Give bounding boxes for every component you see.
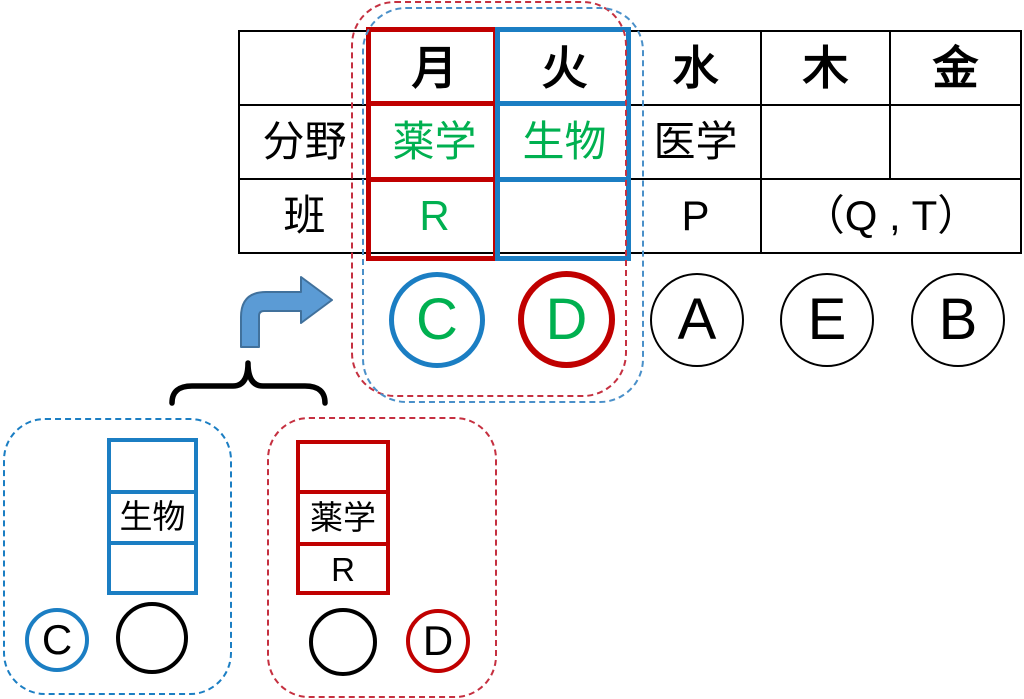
tuesday-column-separator-2 — [500, 177, 626, 182]
blue-candidate-cell-top — [107, 442, 198, 490]
brace-icon — [169, 360, 328, 406]
member-circle-c: C — [389, 272, 485, 368]
blue-candidate-column — [107, 438, 198, 595]
day-header-wed: 水 — [629, 32, 760, 104]
day-header-thu: 木 — [760, 32, 889, 104]
blue-group-outline — [362, 7, 644, 403]
blue-candidate-circle-blank — [116, 602, 188, 674]
day-header-fri: 金 — [889, 32, 1020, 104]
field-fri — [889, 104, 1020, 178]
tuesday-column-separator-1 — [500, 101, 626, 106]
red-group-outline — [351, 1, 627, 397]
red-candidate-d-label: D — [422, 617, 454, 664]
red-candidate-separator-1 — [300, 490, 386, 494]
group-thu-fri: （Q , T） — [760, 178, 1020, 252]
group-wed: P — [629, 178, 760, 252]
blue-candidate-separator-1 — [111, 490, 194, 494]
red-candidate-separator-2 — [300, 542, 386, 546]
blue-candidate-separator-2 — [111, 541, 194, 545]
blue-candidate-circle-c: C — [25, 608, 89, 672]
member-circle-a: A — [650, 273, 744, 367]
elbow-arrow-icon — [240, 276, 333, 348]
tuesday-column-highlight — [495, 27, 631, 261]
schedule-table: 月 火 水 木 金 分野 薬学 生物 医学 班 R P （Q , T） — [238, 30, 1022, 254]
group-row-label: 班 — [240, 178, 369, 252]
blue-candidate-cell-mid: 生物 — [119, 498, 186, 535]
blue-candidate-c-label: C — [41, 616, 73, 663]
member-a-label: A — [677, 287, 717, 352]
member-b-label: B — [938, 287, 978, 352]
member-circle-e: E — [780, 273, 874, 367]
red-candidate-circle-blank — [309, 608, 377, 676]
corner-cell — [240, 32, 369, 104]
red-candidate-outline — [267, 417, 497, 698]
red-candidate-cell-top — [296, 444, 390, 490]
member-circle-b: B — [911, 273, 1005, 367]
blue-candidate-outline — [3, 418, 232, 695]
red-candidate-circle-d: D — [406, 609, 470, 673]
field-thu — [760, 104, 889, 178]
monday-column-separator-1 — [371, 101, 493, 106]
field-wed: 医学 — [629, 104, 760, 178]
monday-column-separator-2 — [371, 177, 493, 182]
field-row-label: 分野 — [240, 104, 369, 178]
member-circle-d: D — [518, 271, 615, 368]
member-d-label: D — [545, 286, 588, 352]
red-candidate-column — [296, 440, 390, 595]
blue-candidate-cell-bottom — [107, 544, 198, 592]
day-header-mon: 月 — [369, 32, 498, 104]
red-candidate-cell-bottom: R — [331, 550, 355, 588]
member-e-label: E — [807, 287, 847, 352]
red-candidate-cell-mid: 薬学 — [310, 498, 376, 536]
member-c-label: C — [416, 287, 458, 352]
